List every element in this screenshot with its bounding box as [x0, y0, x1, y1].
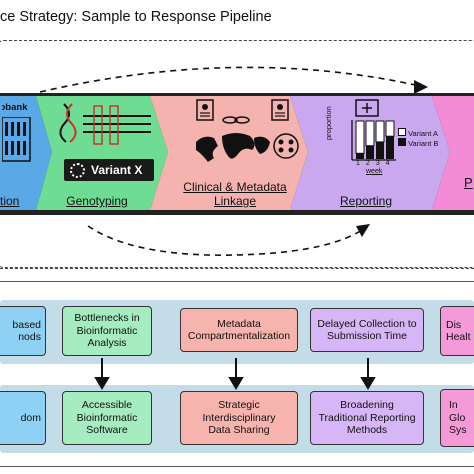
reporting-ylabel: proportion	[324, 106, 333, 140]
legend-swatch-variant-b	[398, 138, 406, 146]
hospital-chart-icon	[351, 99, 396, 161]
bar-variant-b	[376, 141, 384, 159]
dna-sequence-icon	[59, 103, 151, 145]
challenge-text: Dis Healt	[446, 318, 471, 344]
bar-variant-b	[356, 153, 364, 159]
challenge-text: Metadata Compartmentalization	[187, 317, 291, 343]
bar-variant-a	[385, 120, 395, 137]
solution-box: Strategic Interdisciplinary Data Sharing	[180, 391, 298, 445]
stage-linkage-label: Clinical & Metadata Linkage	[176, 180, 294, 208]
stage-genotyping-label: Genotyping	[66, 194, 128, 208]
stage-reporting-label: Reporting	[340, 194, 393, 208]
solution-text: dom	[20, 411, 41, 424]
pipeline-frame	[0, 40, 474, 268]
reporting-xtick: 2	[365, 160, 370, 167]
solution-box: dom	[0, 391, 46, 445]
solution-text: Broadening Traditional Reporting Methods	[318, 399, 416, 437]
biobank-caption: Biobank	[0, 102, 28, 113]
legend-label-variant-a: Variant A	[408, 129, 438, 138]
bar-variant-b	[386, 136, 394, 159]
stage-response-label: P	[464, 175, 473, 190]
feedback-loop-arcs	[39, 66, 428, 256]
legend-item-variant-b: Variant B	[398, 138, 438, 148]
records-world-map-icon	[196, 99, 299, 162]
stage-collection-label: tion	[0, 194, 20, 208]
bar-variant-a	[355, 120, 365, 154]
challenge-box: Metadata Compartmentalization	[180, 308, 298, 352]
challenge-to-solution-arrows	[94, 358, 376, 390]
challenge-text: based nods	[12, 318, 41, 344]
challenge-text: Delayed Collection to Submission Time	[317, 317, 417, 343]
stage-response-chevron	[432, 96, 474, 210]
reporting-xtick: 1	[356, 160, 360, 167]
solution-text: Accessible Bioinformatic Software	[76, 399, 138, 437]
section-divider	[0, 268, 474, 269]
challenge-text: Bottlenecks in Bioinformatic Analysis	[74, 312, 140, 350]
bar-variant-b	[366, 145, 374, 159]
legend-swatch-variant-a	[398, 128, 406, 136]
challenge-box: based nods	[0, 306, 46, 356]
bar-variant-a	[375, 120, 385, 143]
biobank-rack-icon	[2, 117, 31, 162]
reporting-legend: Variant A Variant B	[398, 128, 438, 148]
challenge-box: Bottlenecks in Bioinformatic Analysis	[62, 306, 152, 356]
solution-box: In Glo Sys	[440, 389, 474, 447]
variant-badge: Variant X	[64, 159, 154, 181]
solution-box: Broadening Traditional Reporting Methods	[310, 391, 424, 445]
variant-badge-label: Variant X	[91, 163, 143, 177]
solution-box: Accessible Bioinformatic Software	[62, 391, 152, 445]
stage-linkage-label-line1: Clinical & Metadata	[183, 180, 287, 194]
reporting-xtick: 4	[385, 160, 390, 167]
solution-text: In Glo Sys	[449, 399, 467, 437]
diagram-title: ce Strategy: Sample to Response Pipeline	[0, 9, 272, 25]
virus-icon	[70, 162, 85, 178]
legend-label-variant-b: Variant B	[408, 139, 439, 148]
bar-variant-a	[365, 120, 375, 147]
legend-item-variant-a: Variant A	[398, 128, 438, 138]
challenges-solutions-frame	[0, 281, 474, 467]
challenge-box: Dis Healt	[440, 306, 474, 356]
reporting-xlabel: week	[366, 168, 383, 175]
reporting-xtick: 3	[375, 160, 380, 167]
solution-text: Strategic Interdisciplinary Data Sharing	[202, 399, 276, 437]
challenge-box: Delayed Collection to Submission Time	[310, 308, 424, 352]
stage-linkage-label-line2: Linkage	[213, 194, 257, 208]
reporting-xticks: 1 2 3 4	[356, 160, 390, 167]
